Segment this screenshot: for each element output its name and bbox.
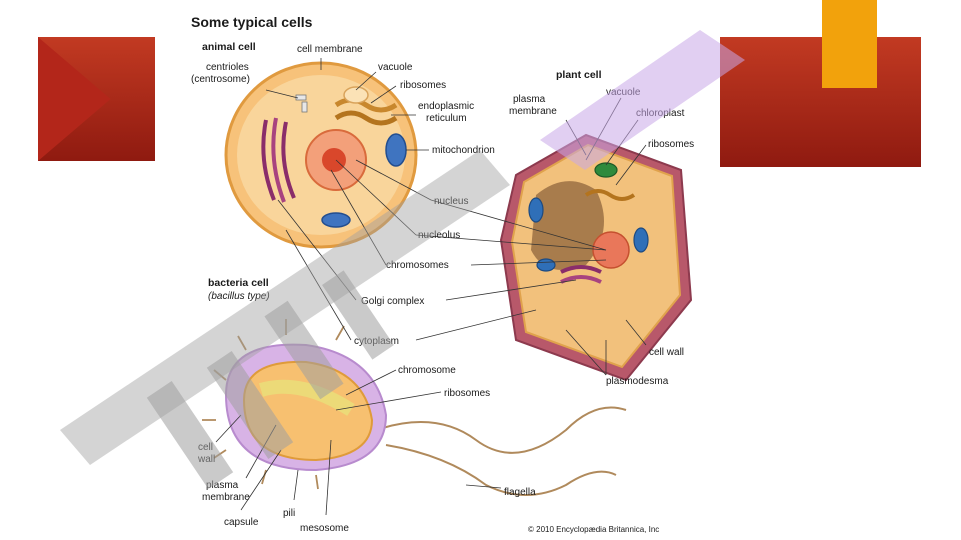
accent-tab: [822, 0, 877, 88]
label-chloroplast: chloroplast: [636, 108, 685, 119]
label-wall-bacteria: wall: [197, 454, 215, 465]
label-plasma-bacteria: plasma: [206, 480, 239, 491]
label-cell-membrane: cell membrane: [297, 44, 363, 55]
label-nucleolus: nucleolus: [418, 230, 460, 241]
title-banner-left: [38, 37, 155, 161]
label-plasmodesma: plasmodesma: [606, 376, 669, 387]
label-centrioles: centrioles: [206, 62, 249, 73]
bacteria-cell-subheading: (bacillus type): [208, 291, 270, 302]
label-membrane-bacteria: membrane: [202, 492, 250, 503]
animal-cell-heading: animal cell: [202, 41, 256, 53]
label-cell-bacteria: cell: [198, 442, 213, 453]
label-cell-wall-plant: cell wall: [649, 347, 684, 358]
label-pili: pili: [283, 508, 295, 519]
label-chromosomes: chromosomes: [386, 260, 449, 271]
bacteria-cell-heading: bacteria cell: [208, 277, 269, 289]
copyright-credit: © 2010 Encyclopædia Britannica, Inc: [528, 525, 659, 534]
label-flagella: flagella: [504, 487, 536, 498]
label-nucleus: nucleus: [434, 196, 468, 207]
label-ribosomes-plant: ribosomes: [648, 139, 694, 150]
label-plasma-plant: plasma: [513, 94, 546, 105]
label-ribosomes-animal: ribosomes: [400, 80, 446, 91]
label-mesosome: mesosome: [300, 523, 349, 534]
label-golgi-complex: Golgi complex: [361, 296, 424, 307]
label-reticulum: reticulum: [426, 113, 467, 124]
label-cytoplasm: cytoplasm: [354, 336, 399, 347]
label-mitochondrion: mitochondrion: [432, 145, 495, 156]
plant-cell-illustration: [499, 133, 693, 382]
label-capsule: capsule: [224, 517, 259, 528]
title-banner-right: [716, 37, 921, 167]
cell-diagram-svg: Some typical cells animal cell cell memb…: [191, 14, 694, 534]
label-centrosome: (centrosome): [191, 74, 250, 85]
animal-cell-illustration: [224, 61, 418, 249]
figure-title: Some typical cells: [191, 14, 313, 30]
cell-diagram: Some typical cells animal cell cell memb…: [186, 10, 720, 540]
label-endoplasmic: endoplasmic: [418, 101, 474, 112]
label-vacuole-animal: vacuole: [378, 62, 413, 73]
label-ribosomes-bacteria: ribosomes: [444, 388, 490, 399]
label-vacuole-plant: vacuole: [606, 87, 641, 98]
label-chromosome-bacteria: chromosome: [398, 365, 456, 376]
plant-cell-heading: plant cell: [556, 69, 602, 81]
label-membrane-plant: membrane: [509, 106, 557, 117]
